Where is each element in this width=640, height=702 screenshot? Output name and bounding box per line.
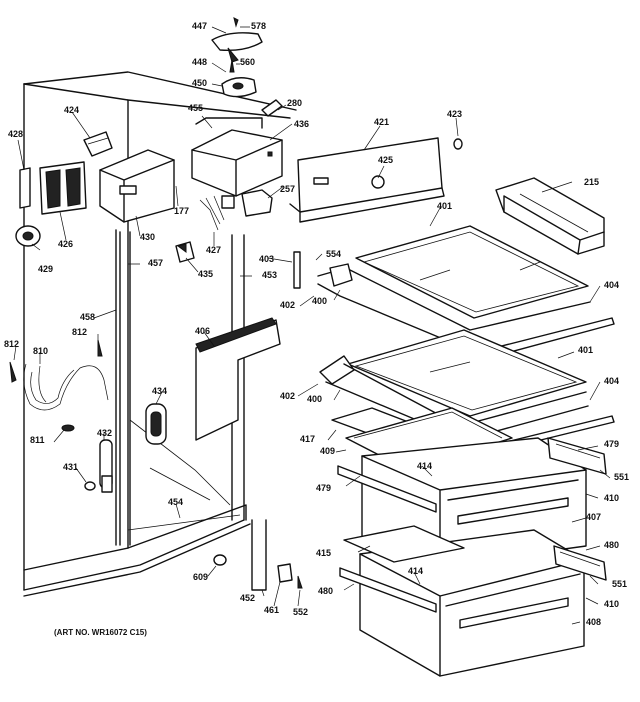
callout-428: 428	[8, 129, 24, 139]
callout-435: 435	[198, 269, 214, 279]
callout-457: 457	[148, 258, 164, 268]
callout-551-lower: 551	[612, 579, 628, 589]
switch-257	[241, 189, 273, 217]
callout-425: 425	[378, 155, 394, 165]
callout-454: 454	[168, 497, 184, 507]
callout-414-upper: 414	[417, 461, 433, 471]
callout-578: 578	[251, 21, 267, 31]
callout-479-left: 479	[316, 483, 332, 493]
callout-257: 257	[280, 184, 296, 194]
callout-407: 407	[586, 512, 602, 522]
callout-551-upper: 551	[614, 472, 630, 482]
small-parts	[9, 339, 303, 589]
callout-280: 280	[287, 98, 303, 108]
bracket-428-426	[19, 161, 87, 215]
callout-423: 423	[447, 109, 463, 119]
shield-434	[145, 403, 167, 445]
bracket-421	[289, 137, 463, 223]
callout-426: 426	[58, 239, 74, 249]
callout-177: 177	[174, 206, 190, 216]
callout-424: 424	[64, 105, 80, 115]
housing-430	[99, 149, 175, 223]
callout-432: 432	[97, 428, 113, 438]
callout-410-upper: 410	[604, 493, 620, 503]
housing-424	[83, 131, 113, 157]
callout-409: 409	[320, 446, 336, 456]
callout-408: 408	[586, 617, 602, 627]
deflector-406	[195, 317, 281, 441]
evap-cover-436	[191, 117, 283, 197]
callout-480-left: 480	[318, 586, 334, 596]
art-number: (ART NO. WR16072 C15)	[54, 628, 147, 637]
bin-215	[495, 177, 605, 255]
hinge-cover-447	[211, 17, 263, 63]
callout-552: 552	[293, 607, 309, 617]
callout-431: 431	[63, 462, 79, 472]
wiring-427	[199, 195, 235, 231]
callout-560: 560	[240, 57, 256, 67]
callout-455: 455	[188, 103, 204, 113]
callout-402-upper: 402	[280, 300, 296, 310]
shelf-frame-400-upper	[293, 251, 591, 347]
callout-406: 406	[195, 326, 211, 336]
callout-401-upper: 401	[437, 201, 453, 211]
callout-421: 421	[374, 117, 390, 127]
part-280	[261, 99, 283, 117]
callout-554: 554	[326, 249, 342, 259]
control-429	[15, 225, 41, 247]
callout-810: 810	[33, 346, 49, 356]
callout-427: 427	[206, 245, 222, 255]
callout-430: 430	[140, 232, 156, 242]
callout-400-upper: 400	[312, 296, 328, 306]
callout-400-lower: 400	[307, 394, 323, 404]
callout-812-upper: 812	[72, 327, 88, 337]
callout-452: 452	[240, 593, 256, 603]
callout-414-lower: 414	[408, 566, 424, 576]
callout-447: 447	[192, 21, 208, 31]
hinge-448-450	[221, 59, 257, 98]
callout-479-right: 479	[604, 439, 620, 449]
callout-415: 415	[316, 548, 332, 558]
callout-436: 436	[294, 119, 310, 129]
lamp-435	[175, 241, 195, 263]
callout-410-lower: 410	[604, 599, 620, 609]
rails	[119, 231, 267, 591]
callout-429: 429	[38, 264, 54, 274]
drawer-408	[339, 525, 585, 677]
shelf-401-upper	[355, 225, 589, 319]
rail-480-551-lower	[553, 545, 607, 581]
shelf-401-lower	[347, 329, 587, 417]
callout-215: 215	[584, 177, 600, 187]
callout-453: 453	[262, 270, 278, 280]
callout-458: 458	[80, 312, 96, 322]
heater-810	[23, 363, 109, 411]
callout-448: 448	[192, 57, 208, 67]
callout-811: 811	[30, 435, 45, 445]
callout-434: 434	[152, 386, 168, 396]
callout-461: 461	[264, 605, 280, 615]
callout-402-lower: 402	[280, 391, 296, 401]
callout-417: 417	[300, 434, 316, 444]
callout-401-lower: 401	[578, 345, 594, 355]
leader-lines	[13, 26, 611, 625]
callout-480-right: 480	[604, 540, 620, 550]
callout-404-upper: 404	[604, 280, 620, 290]
callout-609: 609	[193, 572, 209, 582]
callout-404-lower: 404	[604, 376, 620, 386]
callout-812-left: 812	[4, 339, 20, 349]
callout-450: 450	[192, 78, 208, 88]
callout-403: 403	[259, 254, 275, 264]
